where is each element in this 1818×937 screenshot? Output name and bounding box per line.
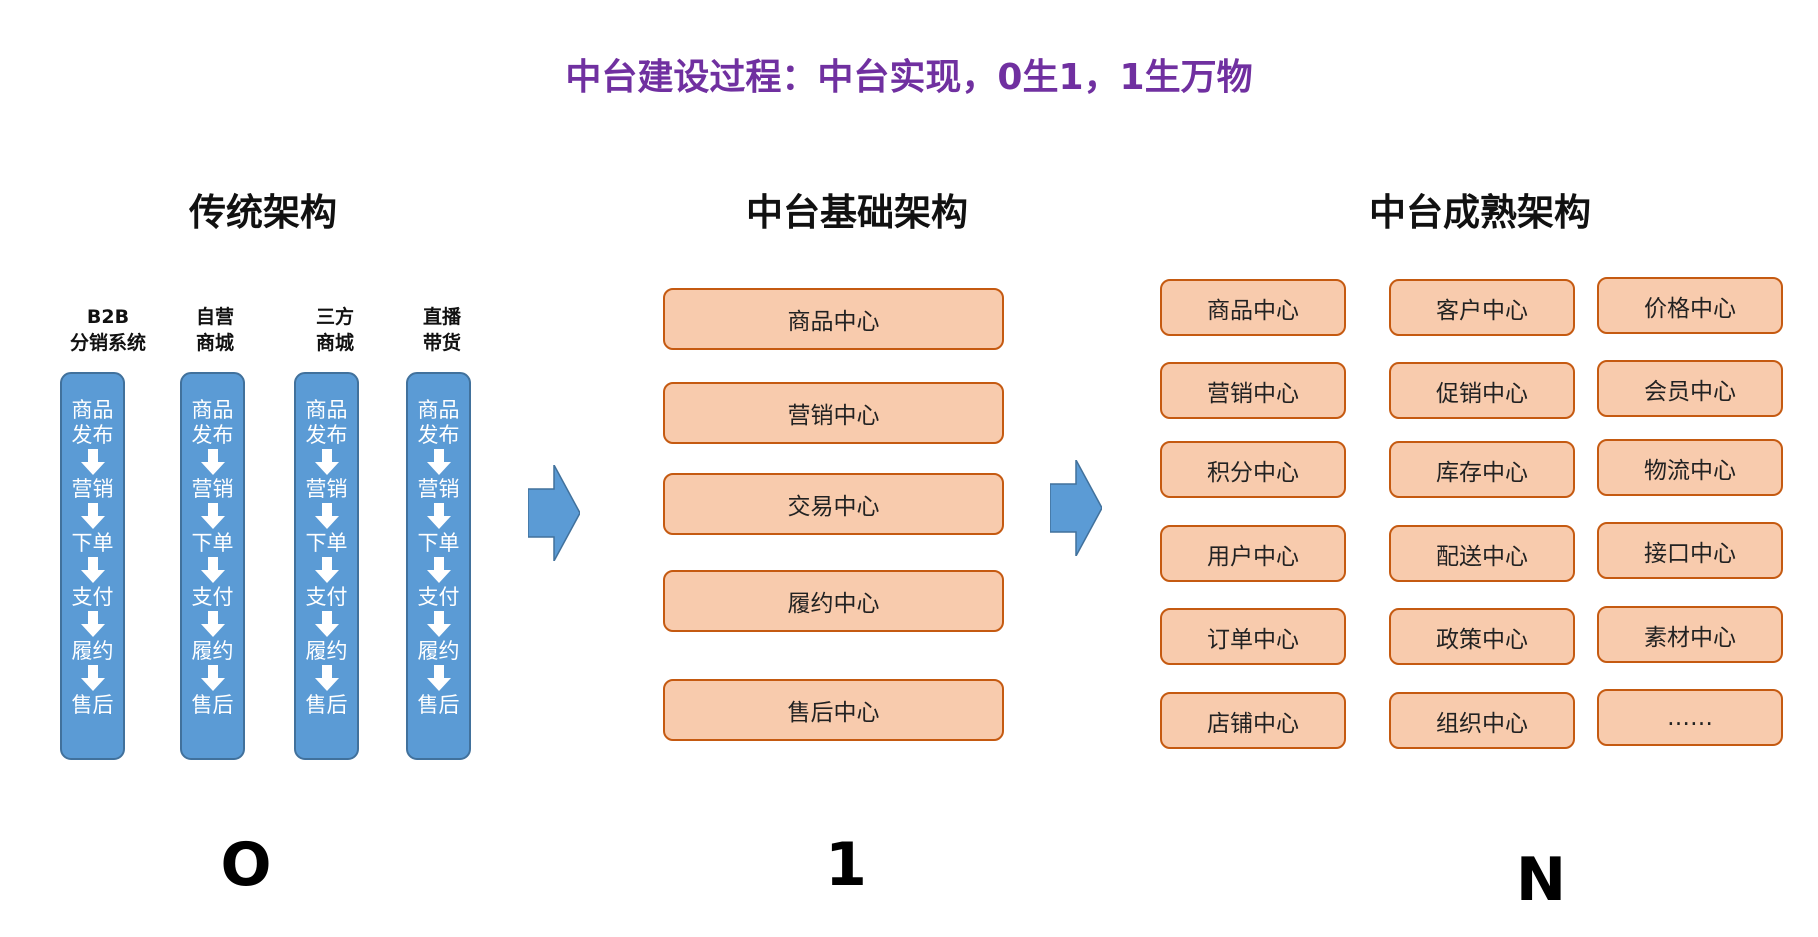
center-box-product: 商品中心 (1160, 279, 1346, 336)
center-box-points: 积分中心 (1160, 441, 1346, 498)
down-arrow-icon (314, 557, 339, 583)
flow-step: 支付 (305, 585, 348, 609)
flow-step: 履约 (305, 639, 348, 663)
flow-column-live-commerce: 商品发布营销下单支付履约售后 (406, 372, 471, 760)
flow-step: 售后 (191, 693, 234, 717)
flow-step: 营销 (417, 477, 460, 501)
down-arrow-icon (80, 665, 105, 691)
center-box-interface: 接口中心 (1597, 522, 1783, 579)
flow-step: 履约 (71, 639, 114, 663)
down-arrow-icon (426, 503, 451, 529)
flow-step: 支付 (191, 585, 234, 609)
page-title: 中台建设过程：中台实现，0生1，1生万物 (565, 57, 1253, 98)
down-arrow-icon (314, 611, 339, 637)
down-arrow-icon (426, 557, 451, 583)
flow-step: 售后 (417, 693, 460, 717)
center-box-store: 店铺中心 (1160, 692, 1346, 749)
flow-step: 履约 (191, 639, 234, 663)
center-box-product: 商品中心 (663, 288, 1004, 350)
down-arrow-icon (426, 665, 451, 691)
stage-label-one: 1 (825, 830, 867, 900)
down-arrow-icon (426, 611, 451, 637)
down-arrow-icon (200, 503, 225, 529)
down-arrow-icon (200, 449, 225, 475)
flow-step: 下单 (417, 531, 460, 555)
down-arrow-icon (80, 503, 105, 529)
flow-step: 商品发布 (417, 398, 460, 447)
right-arrow-icon (528, 465, 580, 561)
channel-label-line: B2B (86, 306, 130, 328)
right-arrow-icon (1050, 460, 1102, 556)
flow-column-third-party-mall: 商品发布营销下单支付履约售后 (294, 372, 359, 760)
center-box-fulfillment: 履约中心 (663, 570, 1004, 632)
flow-column-self-mall: 商品发布营销下单支付履约售后 (180, 372, 245, 760)
down-arrow-icon (314, 665, 339, 691)
center-box-customer: 客户中心 (1389, 279, 1575, 336)
center-box-material: 素材中心 (1597, 606, 1783, 663)
center-box-logistics: 物流中心 (1597, 439, 1783, 496)
center-box-user: 用户中心 (1160, 525, 1346, 582)
flow-step: 履约 (417, 639, 460, 663)
section-title-basic: 中台基础架构 (746, 191, 968, 234)
flow-step: 商品发布 (191, 398, 234, 447)
channel-label-line: 直播 (422, 306, 461, 328)
channel-label-line: 三方 (315, 306, 354, 328)
flow-step: 商品发布 (305, 398, 348, 447)
channel-label-b2b: B2B 分销系统 (48, 304, 168, 356)
flow-step: 下单 (191, 531, 234, 555)
down-arrow-icon (200, 611, 225, 637)
channel-label-line: 商城 (315, 332, 354, 354)
down-arrow-icon (426, 449, 451, 475)
flow-step: 营销 (305, 477, 348, 501)
down-arrow-icon (80, 557, 105, 583)
center-box-more: …… (1597, 689, 1783, 746)
channel-label-line: 分销系统 (69, 332, 146, 354)
flow-step: 下单 (71, 531, 114, 555)
flow-step: 营销 (71, 477, 114, 501)
down-arrow-icon (200, 557, 225, 583)
channel-label-line: 带货 (422, 332, 461, 354)
center-box-member: 会员中心 (1597, 360, 1783, 417)
center-box-marketing: 营销中心 (1160, 362, 1346, 419)
channel-label-line: 自营 (195, 306, 234, 328)
section-title-traditional: 传统架构 (189, 191, 337, 234)
center-box-price: 价格中心 (1597, 277, 1783, 334)
channel-label-third-party-mall: 三方 商城 (275, 304, 395, 356)
center-box-trade: 交易中心 (663, 473, 1004, 535)
center-box-after-sales: 售后中心 (663, 679, 1004, 741)
flow-step: 售后 (71, 693, 114, 717)
flow-step: 营销 (191, 477, 234, 501)
center-box-inventory: 库存中心 (1389, 441, 1575, 498)
down-arrow-icon (80, 611, 105, 637)
stage-label-zero: O (220, 830, 272, 900)
down-arrow-icon (80, 449, 105, 475)
down-arrow-icon (314, 449, 339, 475)
flow-step: 支付 (71, 585, 114, 609)
center-box-policy: 政策中心 (1389, 608, 1575, 665)
channel-label-self-mall: 自营 商城 (155, 304, 275, 356)
center-box-organization: 组织中心 (1389, 692, 1575, 749)
section-title-mature: 中台成熟架构 (1369, 191, 1591, 234)
flow-step: 商品发布 (71, 398, 114, 447)
center-box-marketing: 营销中心 (663, 382, 1004, 444)
channel-label-live-commerce: 直播 带货 (382, 304, 502, 356)
flow-step: 支付 (417, 585, 460, 609)
flow-column-b2b: 商品发布营销下单支付履约售后 (60, 372, 125, 760)
stage-label-n: N (1515, 845, 1567, 915)
channel-label-line: 商城 (195, 332, 234, 354)
center-box-delivery: 配送中心 (1389, 525, 1575, 582)
down-arrow-icon (314, 503, 339, 529)
center-box-order: 订单中心 (1160, 608, 1346, 665)
down-arrow-icon (200, 665, 225, 691)
center-box-promotion: 促销中心 (1389, 362, 1575, 419)
flow-step: 售后 (305, 693, 348, 717)
flow-step: 下单 (305, 531, 348, 555)
